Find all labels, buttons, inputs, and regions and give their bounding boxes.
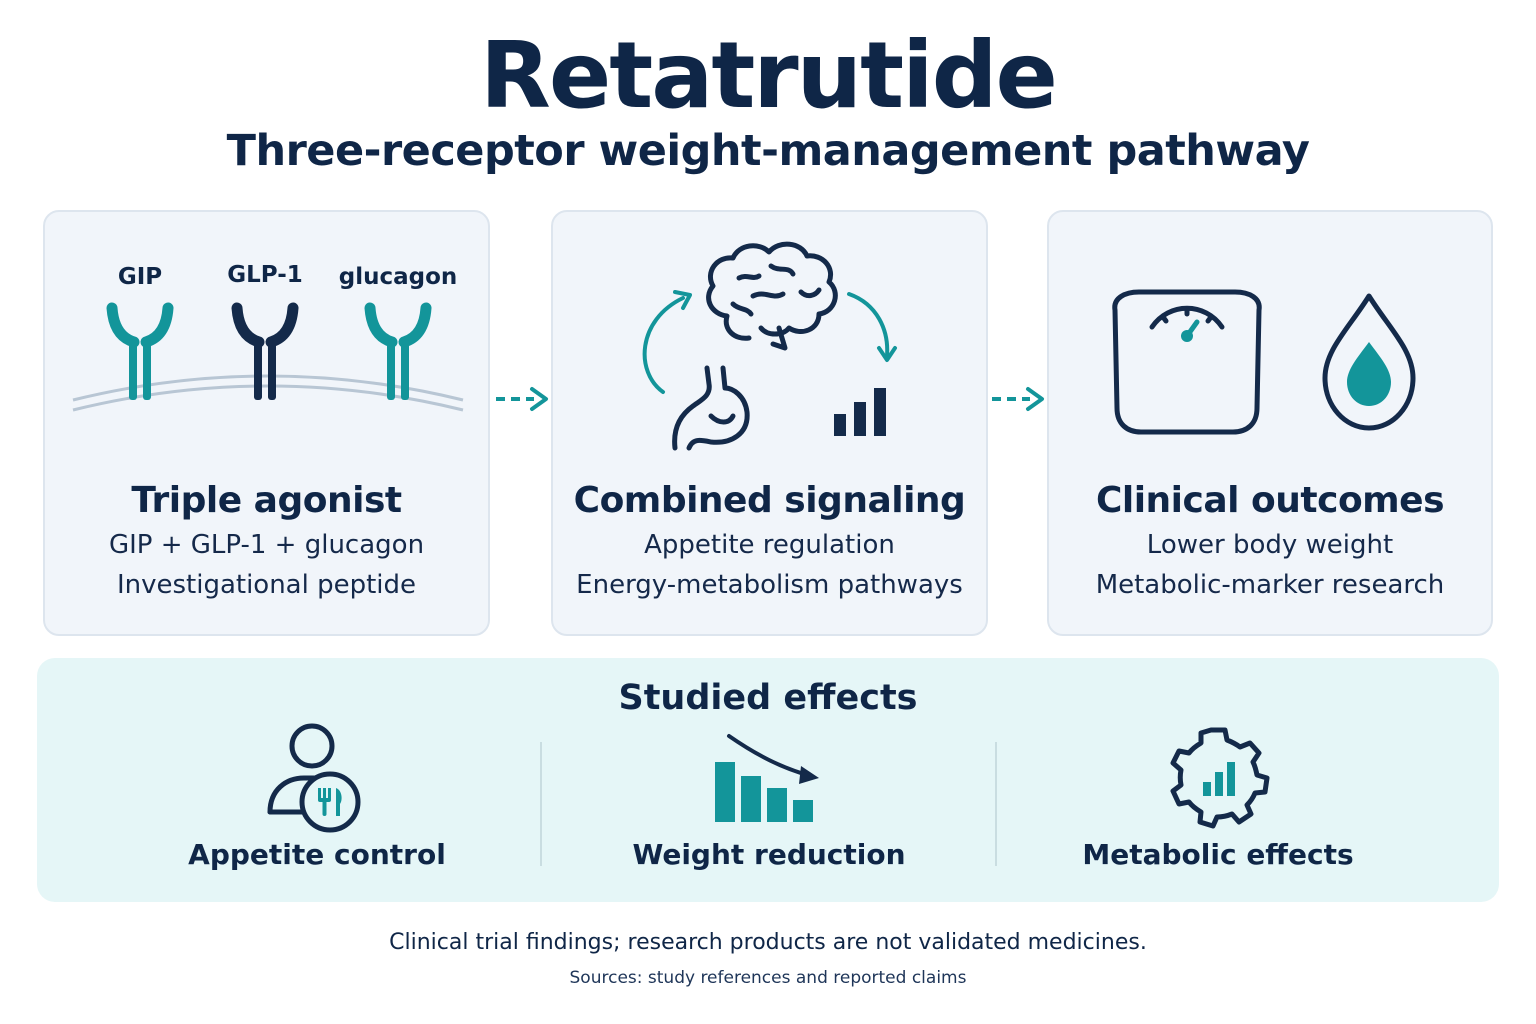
receptor-label-glucagon: glucagon <box>338 264 458 290</box>
gear-chart-icon <box>1170 727 1270 829</box>
bar-chart-icon <box>834 388 886 436</box>
outcomes-illustration <box>1112 289 1416 435</box>
drop-icon <box>1322 293 1416 431</box>
page-title: Retatrutide <box>480 22 1058 129</box>
scale-icon <box>1112 289 1262 435</box>
person-utensils-icon <box>267 723 361 833</box>
card-title: Triple agonist <box>131 480 402 521</box>
studied-effects-panel: Studied effects Appetite control Weight … <box>37 658 1499 902</box>
cycle-arrow-icon <box>642 290 897 394</box>
source-note: Sources: study references and reported c… <box>569 968 967 988</box>
card-line: Lower body weight <box>1146 530 1394 560</box>
signaling-illustration <box>642 241 897 451</box>
receptor-icon <box>106 302 174 400</box>
effect-label-metabolic: Metabolic effects <box>1082 838 1354 871</box>
card-combined-signaling: Combined signaling Appetite regulation E… <box>551 210 988 636</box>
effect-label-weight: Weight reduction <box>632 838 906 871</box>
receptor-icon <box>364 302 432 400</box>
card-triple-agonist: GIP GLP-1 glucagon Triple agonist GIP + … <box>43 210 490 636</box>
card-line: Investigational peptide <box>116 570 417 600</box>
declining-bars-icon <box>715 734 819 822</box>
effects-title: Studied effects <box>618 678 918 718</box>
card-line: Energy-metabolism pathways <box>576 570 963 600</box>
divider <box>540 742 542 866</box>
receptor-icon <box>231 302 299 400</box>
divider <box>995 742 997 866</box>
card-title: Clinical outcomes <box>1095 480 1445 521</box>
receptor-label-glp1: GLP-1 <box>227 262 303 288</box>
card-line: GIP + GLP-1 + glucagon <box>108 530 425 560</box>
receptor-label-gip: GIP <box>117 264 163 290</box>
card-line: Appetite regulation <box>644 530 895 560</box>
brain-icon <box>706 241 838 351</box>
receptor-illustration <box>72 302 464 412</box>
footnote: Clinical trial findings; research produc… <box>389 930 1147 955</box>
card-title: Combined signaling <box>573 480 966 521</box>
card-line: Metabolic-marker research <box>1095 570 1445 600</box>
effect-label-appetite: Appetite control <box>188 838 446 871</box>
stomach-icon <box>672 365 750 451</box>
dashed-arrow-icon <box>992 387 1044 411</box>
page-subtitle: Three-receptor weight-management pathway <box>226 126 1310 176</box>
dashed-arrow-icon <box>496 387 548 411</box>
card-clinical-outcomes: Clinical outcomes Lower body weight Meta… <box>1047 210 1493 636</box>
scale-needle-hub <box>1181 330 1193 342</box>
